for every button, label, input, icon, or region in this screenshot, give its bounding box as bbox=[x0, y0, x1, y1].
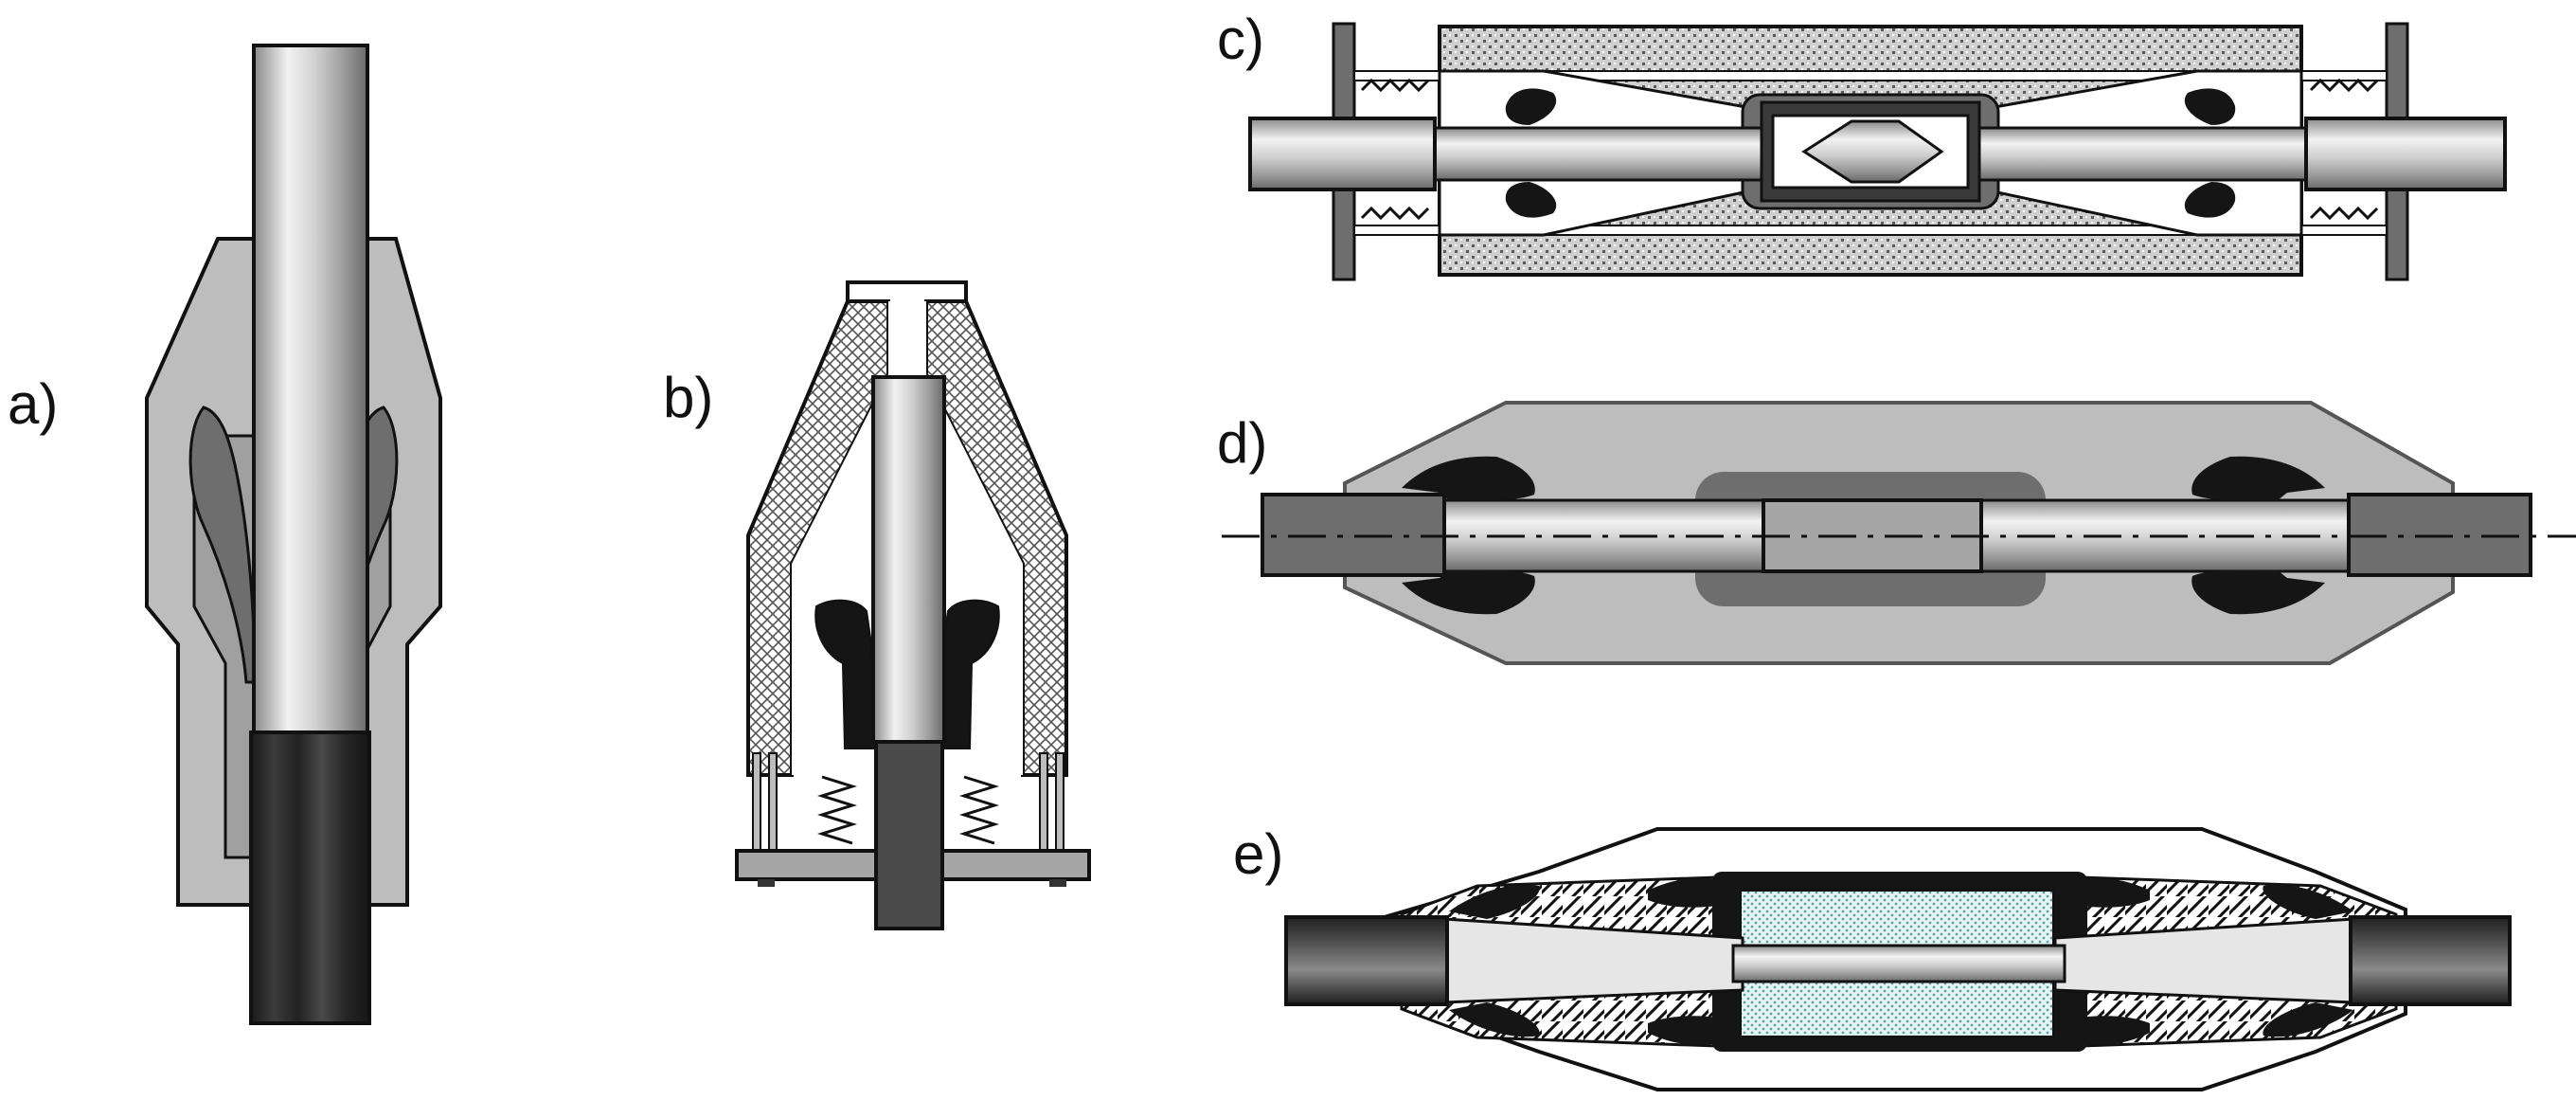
grip-inner-top-right bbox=[2074, 878, 2150, 908]
spring-bottom-right bbox=[2309, 206, 2379, 221]
conductor-right bbox=[1977, 126, 2308, 182]
panel-e: e) bbox=[1233, 822, 2512, 1091]
post-left-1 bbox=[752, 752, 761, 854]
spring-right bbox=[958, 775, 1000, 845]
rail-top bbox=[1353, 70, 2388, 81]
spring-top-right bbox=[2309, 78, 2379, 93]
base-foot-right bbox=[1049, 879, 1066, 887]
grip-inner-bottom-right bbox=[2074, 1016, 2150, 1045]
grip-left bbox=[188, 406, 256, 684]
connector-spindle bbox=[1801, 119, 1944, 184]
cable-right bbox=[2349, 915, 2512, 1006]
grip-bottom-left bbox=[1449, 1002, 1540, 1037]
post-right-2 bbox=[1055, 752, 1064, 854]
panel-b: b) bbox=[663, 280, 1091, 930]
panel-label-a: a) bbox=[8, 372, 58, 436]
grip-bottom-right bbox=[2184, 182, 2236, 218]
base-foot-left bbox=[758, 879, 775, 887]
spring-bottom-left bbox=[1360, 206, 1430, 221]
spring-left bbox=[816, 775, 858, 845]
connector-core bbox=[1731, 944, 2066, 983]
panel-c: c) bbox=[1217, 8, 2507, 281]
panel-label-e: e) bbox=[1233, 822, 1283, 886]
grip-top-left bbox=[1402, 456, 1535, 501]
grip-top-right bbox=[2191, 456, 2325, 501]
grip-top-right bbox=[2184, 88, 2236, 125]
connector-fill-bottom bbox=[1740, 981, 2054, 1037]
grip-bottom-right bbox=[2263, 1002, 2353, 1037]
grip-right bbox=[937, 599, 1000, 749]
grip-bottom-left bbox=[1505, 182, 1557, 218]
cable-left bbox=[1284, 915, 1449, 1006]
conductor-left bbox=[1433, 126, 1763, 182]
panel-label-c: c) bbox=[1217, 8, 1264, 71]
grip-inner-bottom-left bbox=[1648, 1016, 1724, 1045]
post-right-1 bbox=[1039, 752, 1048, 854]
grip-left bbox=[814, 599, 878, 749]
grip-top-left bbox=[1505, 88, 1557, 125]
grip-top-left bbox=[1449, 884, 1540, 919]
cable-insulation bbox=[874, 740, 944, 930]
panel-a: a) bbox=[8, 44, 442, 1025]
panel-label-b: b) bbox=[663, 366, 713, 429]
panel-label-d: d) bbox=[1217, 411, 1267, 475]
conductor bbox=[252, 44, 369, 734]
connector-fill-top bbox=[1740, 890, 2054, 947]
grip-inner-top-left bbox=[1648, 878, 1724, 908]
grip-bottom-left bbox=[1402, 569, 1535, 615]
post-left-2 bbox=[768, 752, 778, 854]
spring-top-left bbox=[1360, 78, 1430, 93]
rail-bottom bbox=[1353, 225, 2388, 236]
conductor bbox=[871, 375, 946, 744]
grip-bottom-right bbox=[2191, 569, 2325, 615]
cable-left bbox=[1248, 117, 1437, 191]
cable-insulation bbox=[249, 730, 371, 1025]
cable-right bbox=[2304, 117, 2507, 191]
grip-top-right bbox=[2263, 884, 2353, 919]
panel-d: d) bbox=[1217, 401, 2576, 665]
